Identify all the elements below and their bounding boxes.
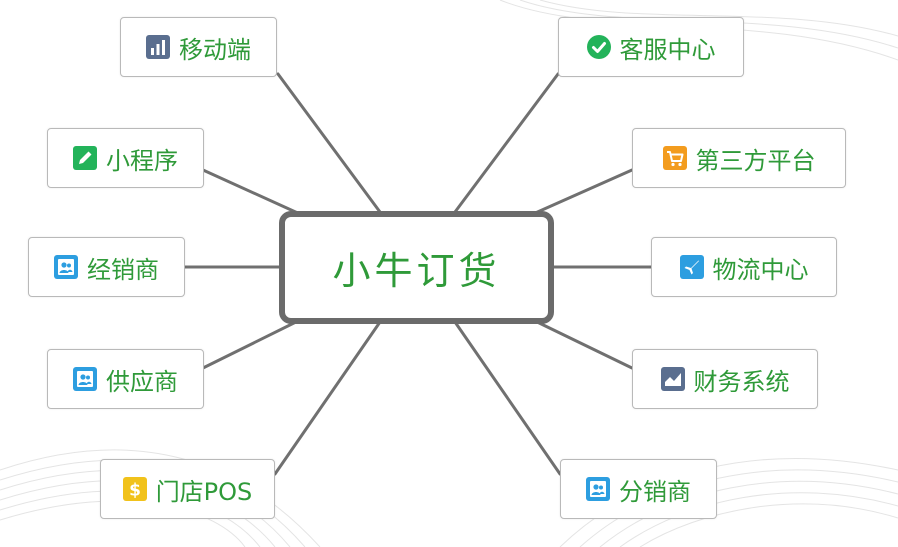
bar-chart-icon bbox=[146, 35, 170, 59]
contacts-icon bbox=[73, 367, 97, 391]
node-label: 分销商 bbox=[619, 477, 691, 506]
center-label: 小牛订货 bbox=[332, 249, 501, 293]
connector-line bbox=[531, 168, 634, 216]
center-node: 小牛订货 bbox=[279, 211, 554, 324]
node-label: 供应商 bbox=[106, 367, 178, 396]
node-store-pos: $ 门店POS bbox=[100, 459, 275, 519]
node-mini-program: 小程序 bbox=[47, 128, 204, 188]
area-chart-icon bbox=[660, 367, 685, 391]
connector-line bbox=[453, 320, 562, 476]
check-circle-icon bbox=[586, 35, 611, 59]
node-label: 财务系统 bbox=[693, 367, 790, 396]
node-third-party-platform: 第三方平台 bbox=[632, 128, 846, 188]
node-logistics-center: 物流中心 bbox=[651, 237, 837, 297]
edit-pencil-icon bbox=[73, 146, 97, 170]
node-supplier: 供应商 bbox=[47, 349, 204, 409]
node-label: 移动端 bbox=[179, 35, 251, 64]
contacts-icon bbox=[54, 255, 78, 279]
connector-line bbox=[273, 320, 382, 476]
node-dealer: 经销商 bbox=[28, 237, 185, 297]
connector-line bbox=[531, 318, 634, 370]
node-mobile: 移动端 bbox=[120, 17, 277, 77]
node-label: 物流中心 bbox=[712, 255, 809, 284]
contacts-icon bbox=[586, 477, 610, 501]
dollar-icon: $ bbox=[122, 477, 147, 501]
node-distributor: 分销商 bbox=[560, 459, 717, 519]
svg-text:$: $ bbox=[129, 481, 141, 501]
node-label: 第三方平台 bbox=[695, 146, 816, 175]
connector-line bbox=[276, 72, 382, 214]
node-label: 门店POS bbox=[155, 477, 253, 506]
node-label: 经销商 bbox=[87, 255, 159, 284]
shopping-cart-icon bbox=[662, 146, 687, 170]
connector-line bbox=[453, 72, 560, 214]
node-customer-service: 客服中心 bbox=[558, 17, 744, 77]
node-label: 客服中心 bbox=[619, 35, 716, 64]
airplane-icon bbox=[679, 255, 704, 279]
connector-line bbox=[201, 318, 302, 370]
node-finance-system: 财务系统 bbox=[632, 349, 818, 409]
connector-line bbox=[201, 168, 302, 216]
node-label: 小程序 bbox=[106, 146, 178, 175]
